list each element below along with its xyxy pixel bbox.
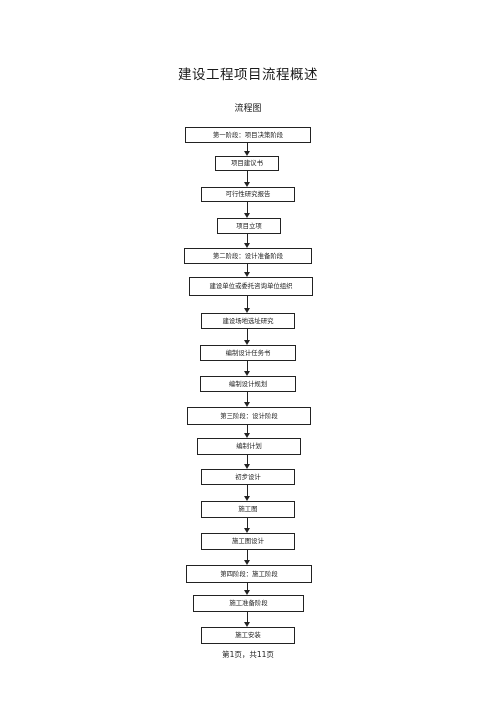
arrow-down-icon bbox=[244, 464, 250, 469]
flow-step-construction-prep: 施工准备阶段 bbox=[193, 595, 304, 612]
arrow-down-icon bbox=[244, 371, 250, 376]
flow-connector bbox=[247, 143, 248, 151]
arrow-down-icon bbox=[244, 433, 250, 438]
flow-step-site-selection: 建设场地选址研究 bbox=[201, 313, 295, 329]
flow-connector bbox=[247, 234, 248, 243]
arrow-down-icon bbox=[244, 340, 250, 345]
flow-connector bbox=[247, 264, 248, 272]
flow-step-installation: 施工安装 bbox=[201, 627, 295, 644]
flow-connector bbox=[247, 455, 248, 464]
flow-step-design-planning: 编制设计规划 bbox=[200, 376, 296, 392]
flow-connector bbox=[247, 550, 248, 560]
arrow-down-icon bbox=[244, 560, 250, 565]
flow-step-construction-phase: 第四阶段：施工阶段 bbox=[186, 565, 312, 583]
arrow-down-icon bbox=[244, 622, 250, 627]
flow-connector bbox=[247, 392, 248, 402]
flow-step-decision-phase: 第一阶段：项目决策阶段 bbox=[185, 127, 311, 143]
arrow-down-icon bbox=[244, 243, 250, 248]
flow-connector bbox=[247, 425, 248, 433]
flow-step-preliminary-design: 初步设计 bbox=[201, 469, 295, 485]
flow-step-project-approval: 项目立项 bbox=[217, 218, 281, 234]
flowchart-subtitle: 流程图 bbox=[234, 104, 262, 114]
flow-connector bbox=[247, 329, 248, 340]
arrow-down-icon bbox=[244, 182, 250, 187]
arrow-down-icon bbox=[244, 272, 250, 277]
flow-connector bbox=[247, 296, 248, 308]
arrow-down-icon bbox=[244, 496, 250, 501]
flow-connector bbox=[247, 583, 248, 590]
flow-step-design-prep-phase: 第二阶段：设计准备阶段 bbox=[184, 248, 312, 264]
flow-step-construction-drawing: 施工图 bbox=[201, 501, 295, 518]
arrow-down-icon bbox=[244, 402, 250, 407]
arrow-down-icon bbox=[244, 151, 250, 156]
flow-connector bbox=[247, 485, 248, 496]
flow-step-feasibility-report: 可行性研究报告 bbox=[201, 187, 295, 202]
arrow-down-icon bbox=[244, 528, 250, 533]
flow-step-organization: 建设单位或委托咨询单位组织 bbox=[189, 277, 313, 296]
flow-connector bbox=[247, 202, 248, 213]
flow-step-planning: 编制计划 bbox=[197, 438, 301, 455]
document-title: 建设工程项目流程概述 bbox=[178, 67, 318, 83]
flow-step-project-proposal: 项目建议书 bbox=[215, 156, 279, 171]
flow-connector bbox=[247, 518, 248, 528]
flow-connector bbox=[247, 171, 248, 182]
flow-connector bbox=[247, 612, 248, 622]
arrow-down-icon bbox=[244, 590, 250, 595]
arrow-down-icon bbox=[244, 213, 250, 218]
arrow-down-icon bbox=[244, 308, 250, 313]
page-footer: 第1页，共11页 bbox=[222, 650, 274, 659]
flow-step-design-phase: 第三阶段：设计阶段 bbox=[187, 407, 311, 425]
flow-connector bbox=[247, 361, 248, 371]
flow-step-drawing-design: 施工图设计 bbox=[201, 533, 295, 550]
flow-step-design-brief: 编制设计任务书 bbox=[200, 345, 296, 361]
